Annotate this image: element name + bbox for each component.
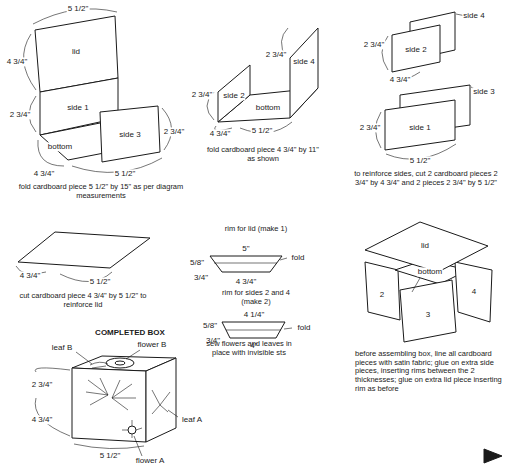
dimension-label: side 1: [408, 123, 431, 132]
dimension-label: side 2: [222, 91, 245, 100]
dimension-label: 5 1/2": [114, 169, 137, 178]
lid-reinforcement-piece-stroke: [18, 232, 150, 268]
completed-box-stroke: [76, 352, 92, 364]
dimension-label: 2 3/4": [363, 40, 386, 49]
dimension-label: 3: [425, 310, 431, 319]
dimension-label: 5 1/2": [67, 4, 90, 13]
dimension-label: 4 1/4": [243, 310, 266, 319]
completed-box-stroke: [115, 361, 125, 365]
dimension-label: 2 3/4": [191, 90, 214, 99]
dimension-label: fold: [291, 253, 306, 262]
completed-box: [35, 350, 178, 456]
dimension-label: side 3: [118, 130, 141, 139]
dimension-label: leaf B: [51, 343, 73, 352]
completed-box-stroke: [168, 410, 178, 417]
rim-pieces-stroke: [222, 322, 285, 338]
dimension-label: 2 3/4": [359, 123, 382, 132]
dimension-label: lid: [420, 241, 430, 250]
dimension-label: side 3: [472, 87, 495, 96]
dimension-label: 2 3/4": [31, 380, 54, 389]
lid-reinforcement-piece: [16, 232, 150, 282]
dimension-label: 4 3/4": [19, 271, 42, 280]
dimension-label: fold: [297, 323, 312, 332]
rim-pieces-stroke: [214, 263, 277, 264]
dimension-label: 5 1/2": [409, 156, 432, 165]
part-title: rim for sides 2 and 4 (make 2): [210, 289, 302, 306]
dimension-label: 4 3/4": [6, 57, 29, 66]
dimension-label: 2: [379, 290, 385, 299]
completed-box-stroke: [146, 358, 176, 442]
dimension-label: leaf A: [181, 415, 203, 424]
completed-box-stroke: [126, 350, 140, 359]
dimension-label: 2 3/4": [9, 110, 32, 119]
completed-box-stroke: [128, 426, 136, 434]
completed-box-stroke: [106, 358, 134, 368]
completed-box-stroke: [86, 378, 108, 405]
heading: COMPLETED BOX: [94, 328, 166, 337]
caption: sew flowers and leaves in place with inv…: [202, 340, 296, 357]
caption: fold cardboard piece 4 3/4" by 11" as sh…: [202, 146, 324, 163]
next-page-arrow-stroke: [484, 449, 502, 463]
folded-base-piece-stroke: [218, 65, 250, 122]
dimension-label: 4 3/4": [389, 75, 412, 84]
dimension-label: flower B: [137, 340, 168, 349]
dimension-label: side 2: [404, 45, 427, 54]
dimension-label: lid: [71, 47, 81, 56]
dimension-label: 4 3/4": [33, 169, 56, 178]
caption: fold cardboard piece 5 1/2" by 15" as pe…: [15, 183, 187, 200]
dimension-label: 4 3/4": [209, 129, 232, 138]
part-title: rim for lid (make 1): [215, 225, 297, 234]
dimension-label: 5 1/2": [251, 126, 274, 135]
rim-pieces-stroke: [284, 328, 292, 329]
assembly-drawing-stroke: [400, 280, 456, 342]
completed-box-stroke: [90, 362, 108, 368]
completed-box-stroke: [122, 420, 142, 438]
dimension-label: side 4: [462, 11, 485, 20]
dimension-label: 4: [471, 287, 477, 296]
folded-base-piece-stroke: [290, 28, 318, 118]
dimension-label: 5 1/2": [89, 277, 112, 286]
caption: cut cardboard piece 4 3/4" by 5 1/2" to …: [7, 292, 159, 309]
caption: to reinforce sides, cut 2 cardboard piec…: [350, 170, 502, 187]
dimension-label: bottom: [47, 142, 73, 151]
completed-box-stroke: [72, 368, 146, 442]
folded-box-piece: [24, 9, 172, 173]
dimension-label: flower A: [135, 457, 165, 466]
side-reinforcement-pieces: [376, 12, 478, 159]
dimension-label: 3/4": [193, 273, 209, 282]
assembly-drawing-stroke: [455, 262, 492, 322]
dimension-label: side 4: [292, 57, 315, 66]
assembly-drawing-stroke: [365, 262, 400, 320]
dimension-label: 5/8": [202, 321, 218, 330]
dimension-label: 5/8": [189, 258, 205, 267]
dimension-label: bottom: [417, 267, 443, 276]
rim-pieces-stroke: [210, 256, 282, 272]
dimension-label: 2 3/4": [163, 127, 186, 136]
rim-pieces-stroke: [226, 330, 281, 331]
dimension-label: 5 1/2": [99, 451, 122, 460]
assembly-drawing-stroke: [365, 222, 488, 272]
dimension-label: side 1: [66, 103, 89, 112]
dimension-label: 4 3/4": [235, 277, 258, 286]
assembly-drawing: [365, 222, 492, 342]
side-reinforcement-pieces-stroke: [392, 25, 440, 72]
dimension-label: 4 3/4": [31, 415, 54, 424]
side-reinforcement-pieces-stroke: [385, 100, 455, 150]
completed-box-stroke: [134, 436, 142, 456]
assembly-drawing-stroke: [412, 278, 420, 292]
next-page-arrow: [484, 449, 502, 463]
dimension-label: 5": [241, 244, 250, 253]
folded-box-piece-stroke: [100, 106, 160, 162]
completed-box-stroke: [112, 380, 136, 410]
dimension-label: bottom: [255, 103, 281, 112]
rim-pieces-stroke: [280, 258, 287, 260]
folded-base-piece: [207, 28, 318, 133]
caption: before assembling box, line all cardboar…: [354, 350, 506, 393]
dimension-label: 2 3/4": [265, 50, 288, 59]
completed-box-stroke: [152, 390, 170, 414]
